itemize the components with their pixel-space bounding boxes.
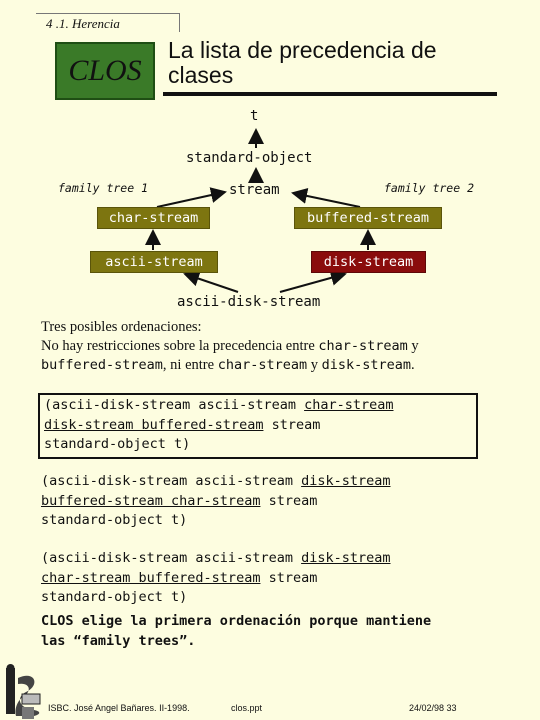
code-disk-stream: disk-stream <box>321 357 411 373</box>
footer-date-page: 24/02/98 33 <box>409 703 457 713</box>
page-title: La lista de precedencia de clases <box>168 38 437 88</box>
family-tree-1-label: family tree 1 <box>58 181 149 195</box>
code-buffered-stream: buffered-stream <box>41 357 163 373</box>
ordering-underlined: disk-stream <box>301 550 391 566</box>
node-buffered-stream: buffered-stream <box>294 207 442 229</box>
ordering-underlined: disk-stream buffered-stream <box>44 416 264 433</box>
ordering-line: standard-object t) <box>44 436 191 452</box>
ordering-line: char-stream buffered-stream stream <box>41 569 391 589</box>
footer-marker <box>22 707 34 719</box>
ordering-underlined: disk-stream <box>301 473 391 489</box>
node-ascii-disk-stream: ascii-disk-stream <box>177 294 321 310</box>
explanation-text: , ni entre <box>162 357 218 373</box>
ordering-text: stream <box>260 492 318 509</box>
ordering-underlined: char-stream buffered-stream <box>41 569 261 586</box>
ordering-text: (ascii-disk-stream ascii-stream <box>44 397 305 413</box>
node-char-stream: char-stream <box>97 207 210 229</box>
footer-filename: clos.ppt <box>231 703 263 713</box>
ordering-underlined: char-stream <box>304 397 394 413</box>
ordering-line: buffered-stream char-stream stream <box>41 492 391 512</box>
ordering-3: (ascii-disk-stream ascii-stream disk-str… <box>41 549 391 608</box>
conclusion-line1: CLOS elige la primera ordenación porque … <box>41 613 432 629</box>
ordering-line: (ascii-disk-stream ascii-stream disk-str… <box>41 549 391 569</box>
explanation-text: . <box>411 357 415 373</box>
explanation: Tres posibles ordenaciones: No hay restr… <box>41 318 511 375</box>
explanation-line2: No hay restricciones sobre la precedenci… <box>41 337 511 356</box>
page-title-line2: clases <box>168 62 234 88</box>
code-char-stream: char-stream <box>217 357 308 373</box>
footer-credit: ISBC. José Angel Bañares. II-1998. <box>48 703 190 713</box>
ordering-1: (ascii-disk-stream ascii-stream char-str… <box>38 393 478 459</box>
ordering-text: stream <box>263 416 321 433</box>
code-char-stream: char-stream <box>318 338 408 354</box>
ordering-text: (ascii-disk-stream ascii-stream <box>41 550 302 566</box>
explanation-text: No hay restricciones sobre la precedenci… <box>41 338 319 354</box>
title-underline <box>163 92 497 96</box>
ordering-underlined: buffered-stream char-stream <box>41 492 261 509</box>
explanation-line1: Tres posibles ordenaciones: <box>41 319 202 335</box>
explanation-line3: buffered-stream, ni entre char-stream y … <box>41 356 511 375</box>
ordering-line: (ascii-disk-stream ascii-stream char-str… <box>44 396 476 416</box>
conclusion: CLOS elige la primera ordenación porque … <box>41 611 431 651</box>
conclusion-line2: las “family trees”. <box>41 633 196 649</box>
section-label: 4 .1. Herencia <box>36 13 180 32</box>
node-standard-object: standard-object <box>186 150 313 166</box>
clos-logo: CLOS <box>55 42 155 100</box>
ordering-line: standard-object t) <box>41 512 188 528</box>
explanation-text: y <box>307 357 322 373</box>
node-t: t <box>250 108 259 124</box>
isbc-logo-icon <box>6 664 41 716</box>
ordering-line: standard-object t) <box>41 589 188 605</box>
ordering-line: (ascii-disk-stream ascii-stream disk-str… <box>41 472 391 492</box>
node-ascii-stream: ascii-stream <box>90 251 218 273</box>
ordering-text: stream <box>260 569 318 586</box>
ordering-2: (ascii-disk-stream ascii-stream disk-str… <box>41 472 391 531</box>
explanation-text: y <box>407 338 419 354</box>
ordering-text: (ascii-disk-stream ascii-stream <box>41 473 302 489</box>
ordering-line: disk-stream buffered-stream stream <box>44 416 476 436</box>
family-tree-2-label: family tree 2 <box>384 181 475 195</box>
page-title-line1: La lista de precedencia de <box>168 37 437 63</box>
node-stream: stream <box>229 182 280 198</box>
node-disk-stream: disk-stream <box>311 251 426 273</box>
